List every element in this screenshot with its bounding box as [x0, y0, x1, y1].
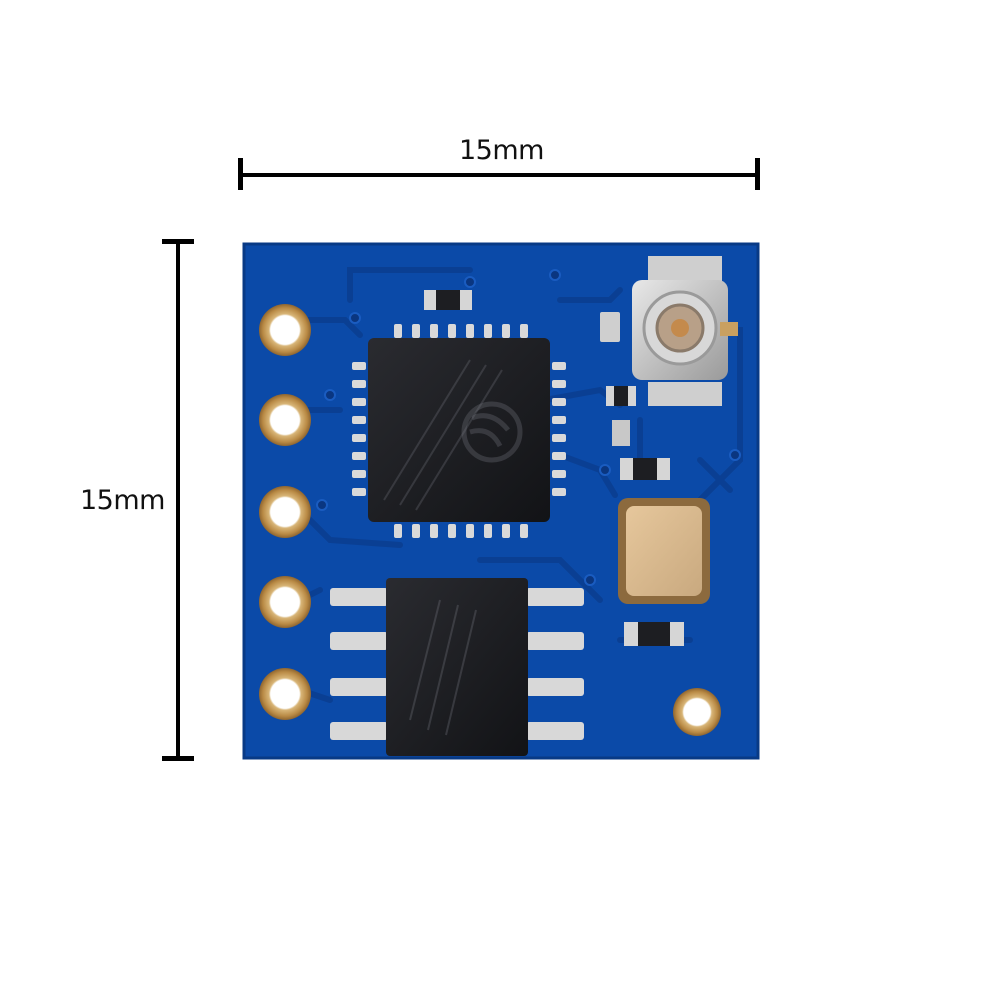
smd-capacitor-icon — [424, 290, 684, 646]
width-dimension-line — [238, 158, 760, 190]
qfn-chip-icon — [352, 324, 566, 538]
height-dimension-line — [162, 239, 194, 761]
pin-header-pads — [259, 304, 721, 736]
crystal-oscillator-icon — [618, 498, 710, 604]
pcb-vias — [316, 269, 741, 736]
height-dimension-label: 15mm — [80, 485, 165, 516]
so8-flash-chip-icon — [330, 578, 584, 756]
width-dimension-label: 15mm — [459, 135, 544, 166]
ipex-antenna-connector-icon — [632, 256, 738, 406]
